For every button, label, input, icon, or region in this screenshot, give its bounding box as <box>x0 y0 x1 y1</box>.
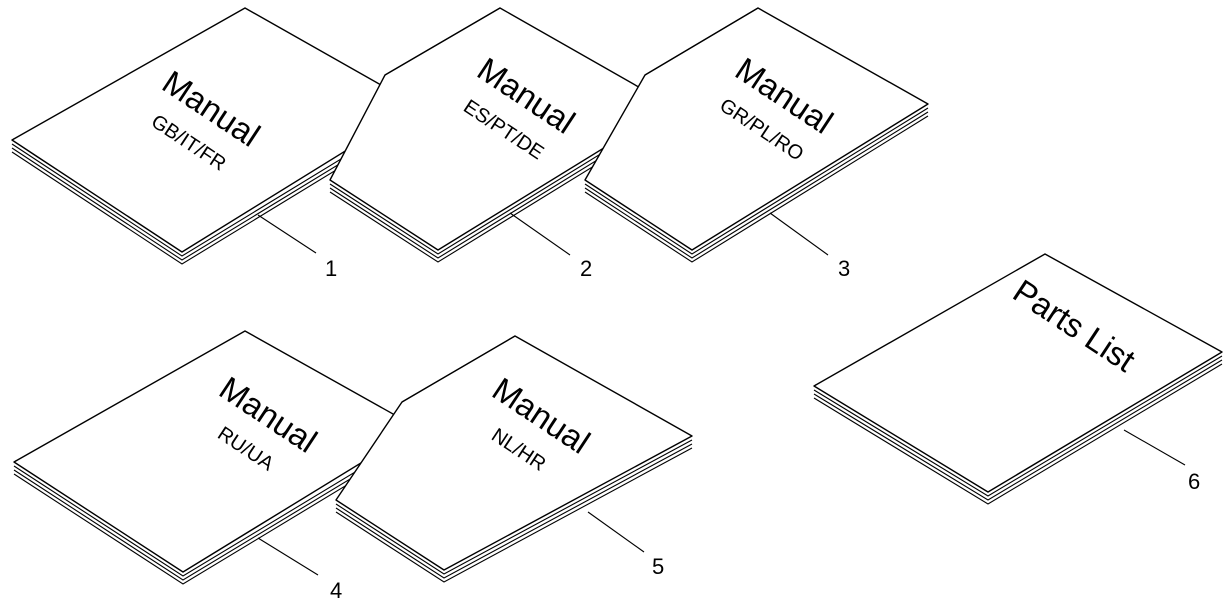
callout-1: 1 <box>325 256 337 281</box>
booklet-3: Manual GR/PL/RO 3 <box>584 7 929 281</box>
callout-4: 4 <box>330 578 342 601</box>
booklet-6: Parts List 6 <box>813 253 1223 505</box>
callout-6: 6 <box>1188 469 1200 494</box>
callout-3: 3 <box>838 256 850 281</box>
booklet-4: Manual RU/UA 4 <box>13 330 419 601</box>
callout-5: 5 <box>652 554 664 579</box>
booklet-5: Manual NL/HR 5 <box>335 335 693 583</box>
booklet-2: Manual ES/PT/DE 2 <box>329 7 673 281</box>
booklet-1: Manual GB/IT/FR 1 <box>11 7 419 281</box>
callout-2: 2 <box>580 256 592 281</box>
